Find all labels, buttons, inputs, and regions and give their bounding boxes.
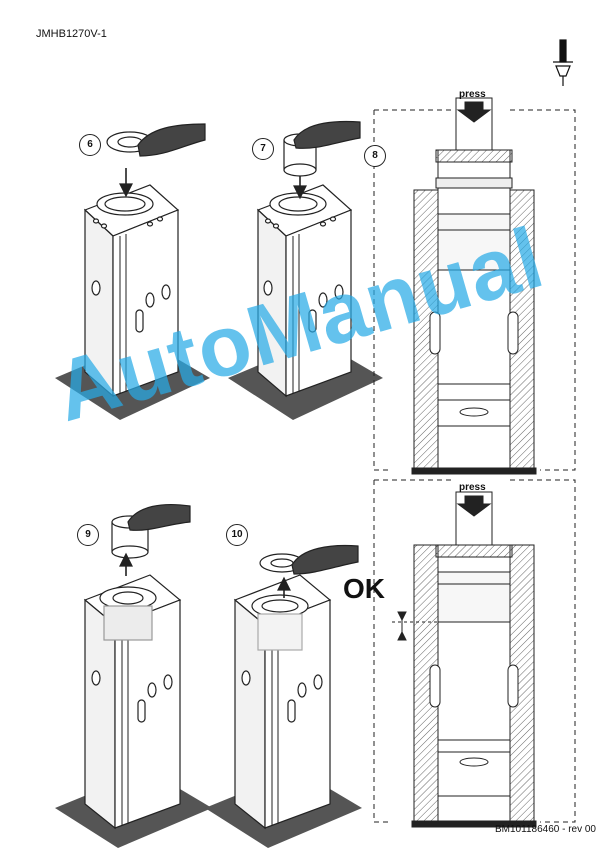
press-label-top: press <box>459 89 486 100</box>
gloved-hand <box>293 120 361 149</box>
gloved-hand <box>291 544 359 575</box>
document-code: JMHB1270V-1 <box>36 28 107 40</box>
step-7-illustration <box>228 120 383 420</box>
special-tool-icon <box>553 39 573 86</box>
step-8-cross-section <box>373 97 576 475</box>
press-arrow <box>456 101 492 123</box>
step-number-6: 6 <box>79 134 101 156</box>
ok-label: OK <box>343 573 385 604</box>
step-9-illustration <box>55 503 212 848</box>
step-number-7: 7 <box>252 138 274 160</box>
step-6-illustration <box>55 123 210 420</box>
step-number-8: 8 <box>364 145 386 167</box>
step-number-10: 10 <box>226 524 248 546</box>
ok-cross-section <box>373 479 576 828</box>
press-arrow <box>456 495 492 517</box>
gloved-hand <box>137 123 206 157</box>
footer-reference: BM101186460 - rev 00 <box>495 824 596 835</box>
press-label-bottom: press <box>459 482 486 493</box>
step-number-9: 9 <box>77 524 99 546</box>
step-10-illustration <box>205 544 362 848</box>
gloved-hand <box>127 503 191 531</box>
